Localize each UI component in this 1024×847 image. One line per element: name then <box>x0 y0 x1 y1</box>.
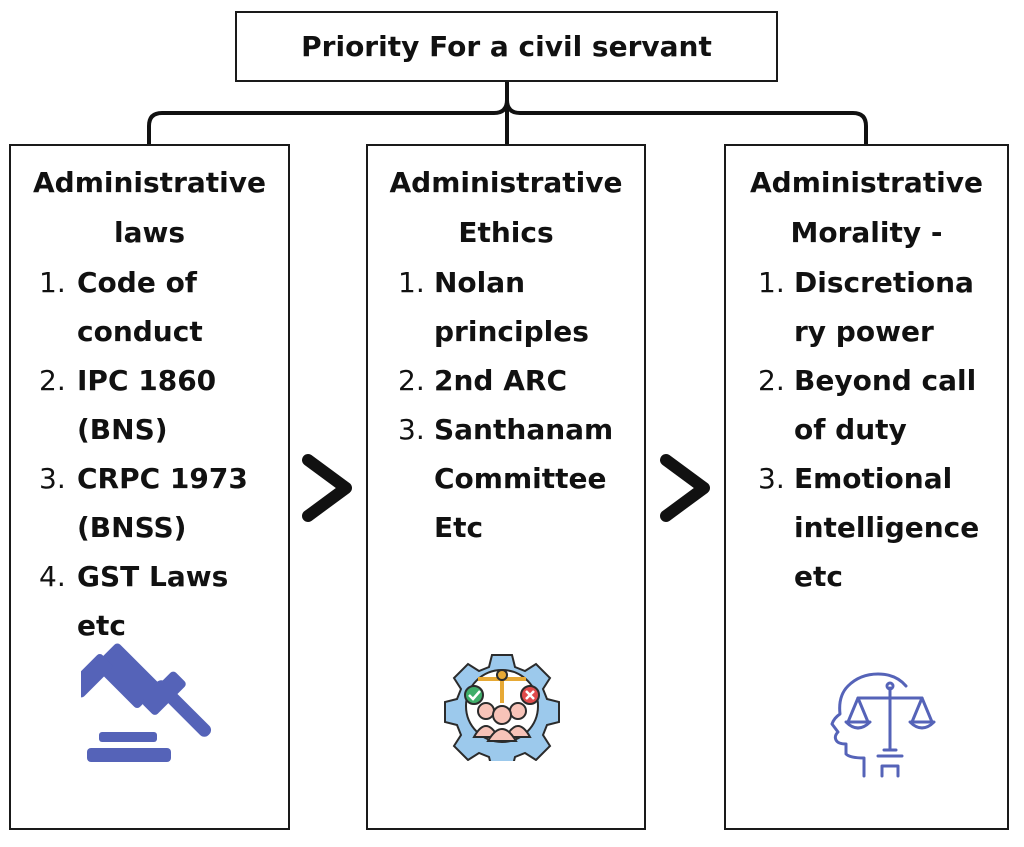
heading-line: laws <box>113 216 186 249</box>
item-number: 1. <box>39 266 66 299</box>
heading-line: Administrative <box>750 166 983 199</box>
item-text: IPC 1860 (BNS) <box>77 364 217 446</box>
heading-line: Morality - <box>790 216 943 249</box>
column-heading: Administrative Morality - <box>726 158 1007 258</box>
item-text: GST Laws etc <box>77 560 229 642</box>
item-number: 2. <box>758 364 785 397</box>
item-list: 1. Code of conduct 2. IPC 1860 (BNS) 3. … <box>39 258 288 650</box>
list-item: 4. GST Laws etc <box>39 552 288 650</box>
item-text: Beyond call of duty <box>794 364 977 446</box>
list-item: 1. Discretiona ry power <box>758 258 1007 356</box>
chevron-right-icon <box>302 454 352 522</box>
diagram-title-text: Priority For a civil servant <box>301 30 712 63</box>
connector-right-branch <box>505 99 868 144</box>
item-number: 2. <box>39 364 66 397</box>
head-scale-icon <box>830 672 936 778</box>
column-administrative-laws: Administrative laws 1. Code of conduct 2… <box>9 144 290 830</box>
diagram-title: Priority For a civil servant <box>235 11 778 82</box>
list-item: 3. Emotional intelligence etc <box>758 454 1007 601</box>
connector-left-branch <box>147 99 509 144</box>
heading-line: Administrative <box>33 166 266 199</box>
item-number: 1. <box>758 266 785 299</box>
list-item: 2. Beyond call of duty <box>758 356 1007 454</box>
gavel-icon <box>81 643 212 762</box>
item-number: 4. <box>39 560 66 593</box>
list-item: 1. Nolan principles <box>398 258 644 356</box>
item-text: Discretiona ry power <box>794 266 974 348</box>
list-item: 2. 2nd ARC <box>398 356 644 405</box>
list-item: 1. Code of conduct <box>39 258 288 356</box>
item-text: Santhanam Committee Etc <box>434 413 614 544</box>
item-text: CRPC 1973 (BNSS) <box>77 462 248 544</box>
chevron-right-icon <box>660 454 710 522</box>
column-administrative-morality: Administrative Morality - 1. Discretiona… <box>724 144 1009 830</box>
item-number: 3. <box>39 462 66 495</box>
ethics-gear-scale-icon <box>444 654 560 761</box>
item-number: 1. <box>398 266 425 299</box>
item-text: 2nd ARC <box>434 364 567 397</box>
list-item: 3. Santhanam Committee Etc <box>398 405 644 552</box>
item-list: 1. Nolan principles 2. 2nd ARC 3. Santha… <box>398 258 644 552</box>
item-text: Code of conduct <box>77 266 203 348</box>
heading-line: Administrative <box>389 166 623 199</box>
column-administrative-ethics: Administrative Ethics 1. Nolan principle… <box>366 144 646 830</box>
list-item: 2. IPC 1860 (BNS) <box>39 356 288 454</box>
item-number: 2. <box>398 364 425 397</box>
column-heading: Administrative laws <box>11 158 288 258</box>
list-item: 3. CRPC 1973 (BNSS) <box>39 454 288 552</box>
item-list: 1. Discretiona ry power 2. Beyond call o… <box>758 258 1007 601</box>
item-number: 3. <box>758 462 785 495</box>
item-text: Emotional intelligence etc <box>794 462 980 593</box>
item-text: Nolan principles <box>434 266 589 348</box>
item-number: 3. <box>398 413 425 446</box>
heading-line: Ethics <box>458 216 554 249</box>
column-heading: Administrative Ethics <box>368 158 644 258</box>
